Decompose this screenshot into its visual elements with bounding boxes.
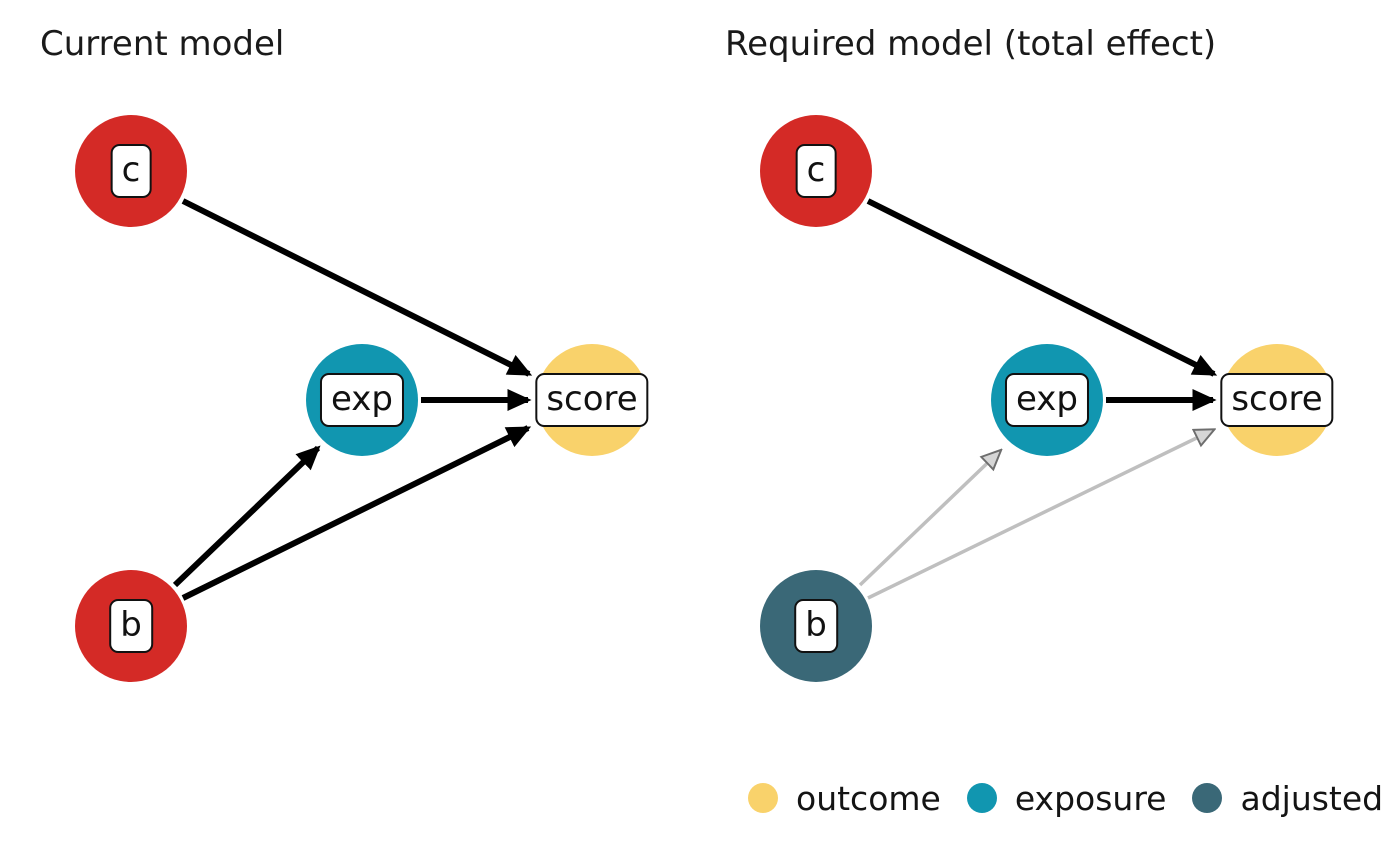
legend-swatch-exposure-circle-icon: [966, 783, 997, 813]
node-label-c-current: c: [110, 144, 152, 198]
panel-title-current-model: Current model: [40, 24, 285, 64]
edge-b-to-score-current: [181, 425, 532, 601]
legend-item-exposure[interactable]: exposure: [966, 778, 1167, 818]
node-label-b-required: b: [794, 599, 838, 653]
node-c-required[interactable]: c: [760, 115, 872, 227]
node-label-c-required: c: [795, 144, 837, 198]
node-exp-current[interactable]: exp: [306, 344, 418, 456]
legend-swatch-outcome-circle-icon: [748, 783, 778, 813]
legend-item-adjusted[interactable]: adjusted: [1192, 779, 1383, 818]
edge-c-to-score-current: [181, 198, 533, 377]
node-label-b-current: b: [109, 599, 153, 653]
node-exp-required[interactable]: exp: [991, 344, 1103, 456]
edge-b-to-exp-current: [172, 445, 321, 588]
legend-label-exposure: exposure: [1014, 778, 1167, 818]
legend-item-outcome[interactable]: outcome: [748, 779, 941, 818]
legend-label-adjusted: adjusted: [1240, 778, 1384, 818]
node-b-current[interactable]: b: [75, 570, 187, 682]
node-label-exp-required: exp: [1004, 373, 1090, 427]
edge-c-to-score-required: [866, 198, 1218, 377]
edge-b-to-score-required: [867, 430, 1213, 600]
node-c-current[interactable]: c: [75, 115, 187, 227]
panel-title-required-model: Required model (total effect): [725, 24, 1217, 64]
node-score-current[interactable]: score: [535, 344, 649, 456]
node-label-score-current: score: [535, 373, 649, 427]
legend-swatch-adjusted-circle-icon: [1192, 783, 1223, 813]
node-score-required[interactable]: score: [1220, 344, 1334, 456]
node-b-required[interactable]: b: [760, 570, 872, 682]
node-label-exp-current: exp: [319, 373, 405, 427]
edge-b-to-exp-required: [858, 451, 1000, 587]
legend: outcome exposure adjusted: [748, 777, 1383, 819]
node-label-score-required: score: [1220, 373, 1334, 427]
legend-label-outcome: outcome: [796, 778, 941, 818]
